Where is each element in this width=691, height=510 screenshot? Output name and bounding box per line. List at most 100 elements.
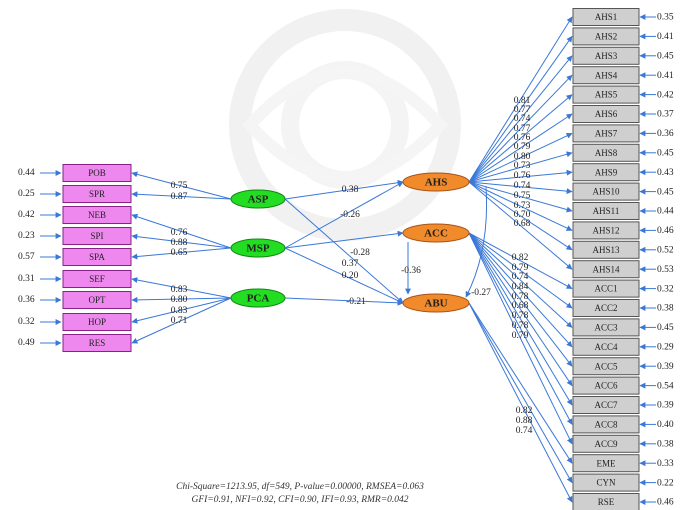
loading-path	[468, 232, 573, 328]
structural-coefficient: 0.37	[342, 259, 359, 269]
loading-path	[468, 232, 573, 445]
loading-path	[131, 213, 232, 249]
loading-coefficient: 0.79	[512, 331, 529, 341]
loading-path	[468, 151, 573, 183]
exogenous-error-variance: 0.32	[18, 317, 35, 327]
latent-variable-asp	[230, 189, 286, 209]
endogenous-error-variance: 0.45	[657, 323, 674, 333]
exogenous-error-variance: 0.36	[18, 295, 35, 305]
indicator-label: ACC4	[594, 342, 618, 352]
latent-variable-ahs	[402, 172, 470, 192]
indicator-label: AHS10	[592, 187, 620, 197]
indicator-box-acc6	[572, 376, 640, 395]
loading-path	[468, 232, 573, 425]
loading-coefficient: 0.74	[514, 114, 531, 124]
endogenous-error-variance: 0.38	[657, 304, 674, 314]
loading-path	[468, 181, 573, 231]
structural-coefficient: 0.20	[342, 271, 359, 281]
loading-coefficient: 0.74	[514, 181, 531, 191]
endogenous-error-variance: 0.40	[657, 420, 674, 430]
indicator-label: AHS2	[595, 31, 618, 41]
indicator-label: ACC8	[594, 419, 618, 429]
indicator-label: AHS12	[592, 225, 619, 235]
indicator-box-ahs8	[572, 143, 640, 162]
indicator-label: RES	[89, 338, 106, 348]
structural-coefficient: -0.26	[340, 210, 360, 220]
indicator-label: ACC3	[594, 322, 618, 332]
endogenous-error-variance: 0.35	[657, 13, 674, 23]
loading-path	[468, 181, 573, 251]
loading-path	[468, 181, 573, 270]
indicator-box-ahs11	[572, 202, 640, 220]
loading-coefficient: 0.71	[171, 316, 188, 326]
indicator-box-ahs3	[572, 46, 640, 65]
indicator-box-spr	[62, 185, 132, 203]
indicator-label: AHS11	[593, 206, 620, 216]
indicator-box-ahs5	[572, 85, 640, 104]
indicator-label: ACC5	[594, 361, 618, 371]
latent-label: AHS	[425, 177, 448, 189]
latent-label: ABU	[424, 298, 447, 310]
loading-path	[468, 302, 573, 484]
endogenous-error-variance: 0.45	[657, 148, 674, 158]
endogenous-error-variance: 0.52	[657, 245, 674, 255]
endogenous-error-variance: 0.33	[657, 459, 674, 469]
indicator-label: OPT	[88, 295, 106, 305]
latent-variable-msp	[230, 238, 286, 258]
endogenous-error-variance: 0.43	[657, 168, 674, 178]
loading-path	[468, 169, 573, 183]
indicator-box-acc5	[572, 357, 640, 376]
indicator-label: SPI	[90, 231, 103, 241]
indicator-label: AHS5	[595, 90, 618, 100]
endogenous-error-variance: 0.39	[657, 401, 674, 411]
endogenous-error-variance: 0.42	[657, 90, 674, 100]
exogenous-error-variance: 0.23	[18, 231, 35, 241]
endogenous-error-variance: 0.32	[657, 284, 674, 294]
indicator-label: AHS1	[595, 12, 618, 22]
loading-coefficient: 0.82	[512, 253, 529, 263]
endogenous-error-variance: 0.37	[657, 110, 674, 120]
indicator-label: SEF	[89, 274, 105, 284]
loading-coefficient: 0.79	[514, 142, 531, 152]
loading-coefficient: 0.73	[514, 161, 531, 171]
indicator-label: AHS14	[592, 264, 620, 274]
loading-coefficient: 0.68	[514, 219, 531, 229]
loading-coefficient: 0.74	[516, 426, 533, 436]
loading-coefficient: 0.76	[171, 228, 188, 238]
endogenous-error-variance: 0.45	[657, 187, 674, 197]
loading-coefficient: 0.75	[514, 191, 531, 201]
loading-path	[468, 302, 573, 503]
loading-path	[468, 94, 573, 183]
latent-variable-abu	[402, 293, 470, 313]
indicator-label: AHS3	[595, 51, 618, 61]
indicator-label: NEB	[88, 210, 106, 220]
indicator-label: AHS7	[595, 128, 618, 138]
loading-coefficient: 0.83	[171, 306, 188, 316]
structural-coefficient: -0.28	[350, 248, 370, 258]
loading-coefficient: 0.74	[512, 272, 529, 282]
indicator-box-sef	[62, 270, 132, 288]
loading-coefficient: 0.73	[514, 201, 531, 211]
endogenous-error-variance: 0.29	[657, 342, 674, 352]
indicator-label: ACC1	[594, 284, 617, 294]
loading-coefficient: 0.70	[514, 210, 531, 220]
indicator-label: POB	[88, 168, 106, 178]
endogenous-error-variance: 0.41	[657, 71, 674, 81]
endogenous-error-variance: 0.53	[657, 265, 674, 275]
loading-coefficient: 0.84	[512, 282, 529, 292]
indicator-box-ahs1	[572, 8, 640, 26]
loading-coefficient: 0.76	[514, 171, 531, 181]
loading-path	[468, 132, 573, 183]
loading-coefficient: 0.78	[512, 321, 529, 331]
structural-coefficient: -0.36	[401, 266, 421, 276]
indicator-label: AHS8	[595, 148, 618, 158]
loading-coefficient: 0.77	[514, 124, 531, 134]
latent-label: ASP	[248, 194, 269, 206]
loading-path	[131, 247, 232, 260]
university-emblem-watermark	[229, 9, 461, 241]
endogenous-error-variance: 0.41	[657, 32, 674, 42]
endogenous-error-variance: 0.38	[657, 439, 674, 449]
endogenous-error-variance: 0.36	[657, 129, 674, 139]
loading-path	[468, 232, 573, 290]
structural-path	[284, 297, 404, 306]
